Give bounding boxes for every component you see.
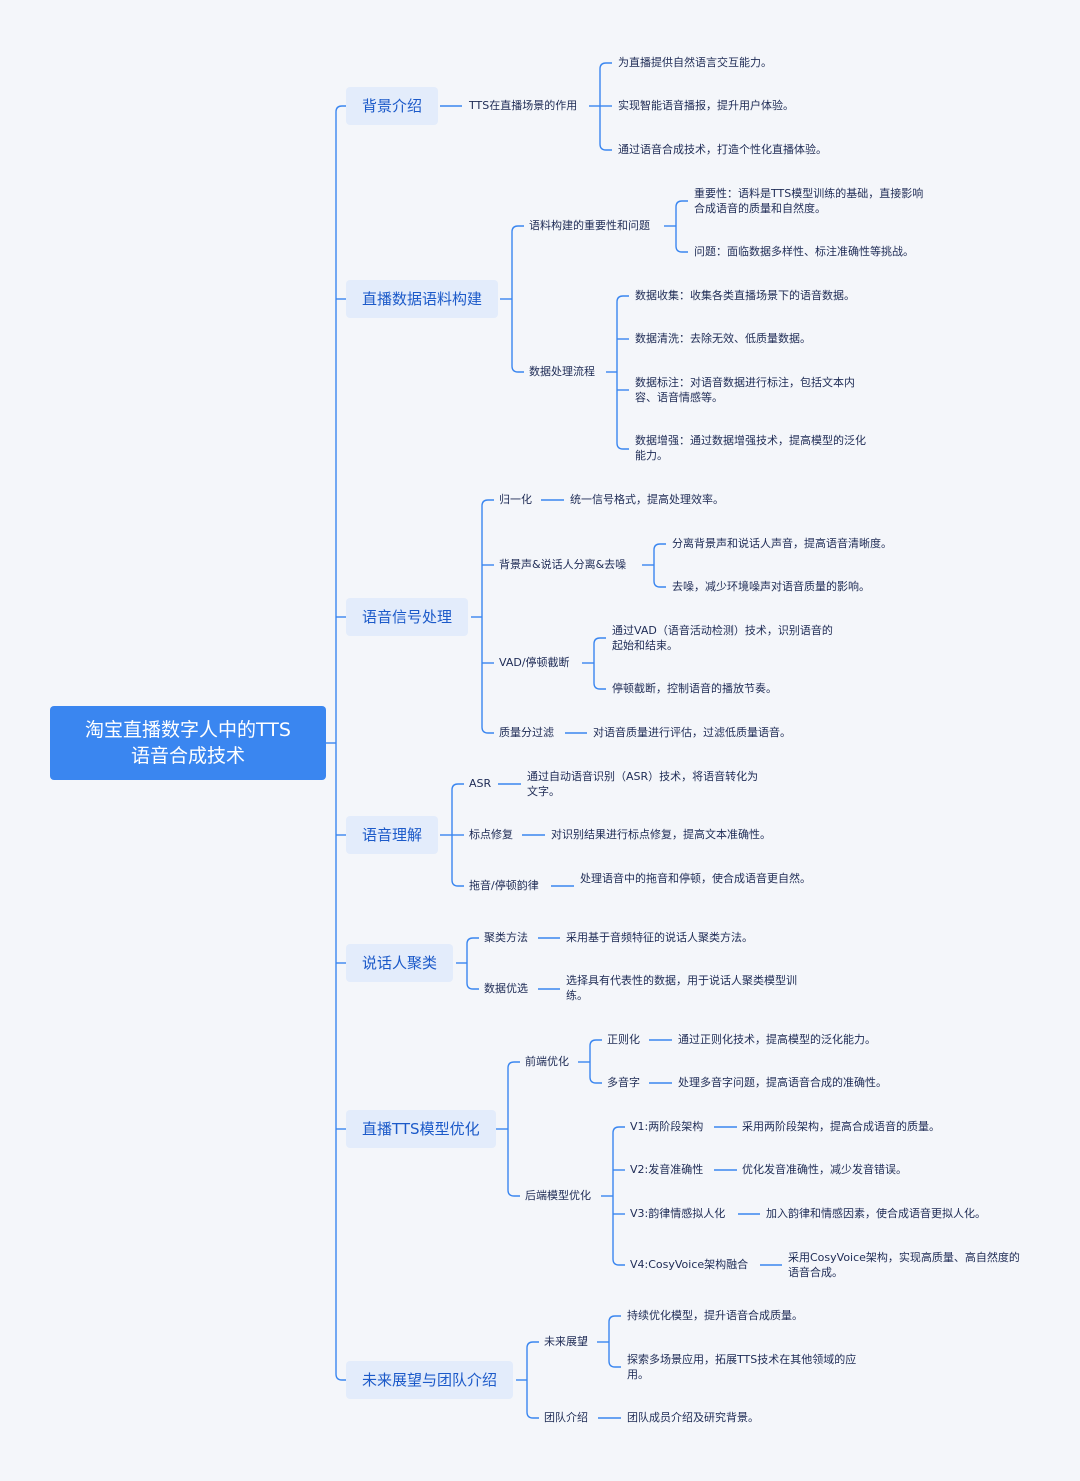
topic-signal[interactable]: 语音信号处理	[346, 598, 469, 636]
connector	[599, 143, 612, 151]
topic-cluster[interactable]: 说话人聚类	[346, 944, 454, 982]
node-tts-role[interactable]: TTS在直播场景的作用	[469, 99, 578, 112]
leaf-asr[interactable]: 通过自动语音识别（ASR）技术，将语音转化为文字。	[527, 770, 759, 798]
connector	[616, 442, 629, 450]
leaf-process-1[interactable]: 数据收集：收集各类直播场景下的语音数据。	[635, 289, 855, 302]
leaf-team[interactable]: 团队成员介绍及研究背景。	[627, 1411, 759, 1424]
leaf-importance-2[interactable]: 问题：面临数据多样性、标注准确性等挑战。	[694, 245, 914, 258]
node-outlook[interactable]: 未来展望	[544, 1335, 588, 1348]
node-v2[interactable]: V2:发音准确性	[630, 1163, 704, 1176]
connector	[653, 580, 666, 588]
connector	[511, 225, 524, 233]
connector	[675, 245, 688, 253]
connector	[675, 200, 688, 208]
connector	[653, 543, 666, 551]
leaf-bg-1[interactable]: 为直播提供自然语言交互能力。	[618, 56, 772, 69]
node-v3[interactable]: V3:韵律情感拟人化	[630, 1207, 726, 1220]
node-frontend[interactable]: 前端优化	[525, 1055, 569, 1068]
connector	[612, 1258, 625, 1266]
connector	[507, 1061, 520, 1069]
connector	[481, 499, 494, 507]
topic-background[interactable]: 背景介绍	[346, 87, 439, 125]
leaf-v1[interactable]: 采用两阶段架构，提高合成语音的质量。	[742, 1120, 940, 1133]
leaf-cluster-method[interactable]: 采用基于音频特征的说话人聚类方法。	[566, 931, 753, 944]
connector	[507, 1189, 520, 1197]
root-topic[interactable]: 淘宝直播数字人中的TTS 语音合成技术	[50, 706, 326, 780]
node-punct[interactable]: 标点修复	[469, 828, 513, 841]
connector	[466, 982, 479, 990]
node-process[interactable]: 数据处理流程	[529, 365, 595, 378]
node-vad[interactable]: VAD/停顿截断	[499, 656, 570, 669]
leaf-regular[interactable]: 通过正则化技术，提高模型的泛化能力。	[678, 1033, 876, 1046]
connector	[616, 295, 629, 303]
leaf-drag[interactable]: 处理语音中的拖音和停顿，使合成语音更自然。	[580, 872, 811, 885]
leaf-process-4[interactable]: 数据增强：通过数据增强技术，提高模型的泛化能力。	[635, 434, 866, 462]
node-cluster-method[interactable]: 聚类方法	[484, 931, 528, 944]
leaf-data-select[interactable]: 选择具有代表性的数据，用于说话人聚类模型训练。	[566, 974, 797, 1002]
node-drag[interactable]: 拖音/停顿韵律	[469, 879, 539, 892]
leaf-separation-1[interactable]: 分离背景声和说话人声音，提高语音清晰度。	[672, 537, 892, 550]
connector	[335, 1373, 346, 1381]
leaf-v4[interactable]: 采用CosyVoice架构，实现高质量、高自然度的语音合成。	[788, 1251, 1020, 1279]
connector	[599, 62, 612, 70]
topic-tts[interactable]: 直播TTS模型优化	[346, 1110, 496, 1148]
node-backend[interactable]: 后端模型优化	[525, 1189, 591, 1202]
leaf-v2[interactable]: 优化发音准确性，减少发音错误。	[742, 1163, 907, 1176]
node-importance[interactable]: 语料构建的重要性和问题	[529, 219, 650, 232]
node-v4[interactable]: V4:CosyVoice架构融合	[630, 1258, 749, 1271]
topic-future[interactable]: 未来展望与团队介绍	[346, 1361, 514, 1399]
connector	[451, 783, 464, 791]
node-regular[interactable]: 正则化	[607, 1033, 640, 1046]
node-normalize[interactable]: 归一化	[499, 493, 532, 506]
leaf-outlook-1[interactable]: 持续优化模型，提升语音合成质量。	[627, 1309, 803, 1322]
leaf-punct[interactable]: 对识别结果进行标点修复，提高文本准确性。	[551, 828, 771, 841]
leaf-bg-2[interactable]: 实现智能语音播报，提升用户体验。	[618, 99, 794, 112]
leaf-bg-3[interactable]: 通过语音合成技术，打造个性化直播体验。	[618, 143, 827, 156]
connector	[612, 1126, 625, 1134]
connector	[608, 1360, 621, 1368]
node-team[interactable]: 团队介绍	[544, 1411, 588, 1424]
topic-corpus[interactable]: 直播数据语料构建	[346, 280, 499, 318]
leaf-vad-2[interactable]: 停顿截断，控制语音的播放节奏。	[612, 682, 777, 695]
leaf-importance-1[interactable]: 重要性：语料是TTS模型训练的基础，直接影响合成语音的质量和自然度。	[694, 187, 924, 215]
connector	[335, 105, 346, 113]
node-data-select[interactable]: 数据优选	[484, 982, 528, 995]
node-quality[interactable]: 质量分过滤	[499, 726, 554, 739]
leaf-normalize[interactable]: 统一信号格式，提高处理效率。	[570, 493, 724, 506]
leaf-separation-2[interactable]: 去噪，减少环境噪声对语音质量的影响。	[672, 580, 870, 593]
connector	[593, 637, 606, 645]
leaf-process-3[interactable]: 数据标注：对语音数据进行标注，包括文本内容、语音情感等。	[635, 376, 855, 404]
connector	[589, 1039, 602, 1047]
node-poly[interactable]: 多音字	[607, 1076, 640, 1089]
connector	[451, 879, 464, 887]
connector	[511, 365, 524, 373]
leaf-quality[interactable]: 对语音质量进行评估，过滤低质量语音。	[593, 726, 791, 739]
root-title-line1: 淘宝直播数字人中的TTS	[85, 719, 291, 741]
node-separation[interactable]: 背景声&说话人分离&去噪	[499, 558, 627, 571]
connector	[608, 1315, 621, 1323]
leaf-poly[interactable]: 处理多音字问题，提高语音合成的准确性。	[678, 1076, 887, 1089]
connector	[593, 682, 606, 690]
connector	[526, 1411, 539, 1419]
connector	[526, 1341, 539, 1349]
leaf-vad-1[interactable]: 通过VAD（语音活动检测）技术，识别语音的起始和结束。	[612, 624, 833, 652]
node-v1[interactable]: V1:两阶段架构	[630, 1120, 704, 1133]
node-asr[interactable]: ASR	[469, 777, 492, 790]
connector	[589, 1076, 602, 1084]
root-title-line2: 语音合成技术	[130, 745, 245, 767]
leaf-outlook-2[interactable]: 探索多场景应用，拓展TTS技术在其他领域的应用。	[627, 1353, 857, 1381]
connector	[466, 937, 479, 945]
leaf-process-2[interactable]: 数据清洗：去除无效、低质量数据。	[635, 332, 811, 345]
leaf-v3[interactable]: 加入韵律和情感因素，使合成语音更拟人化。	[766, 1207, 986, 1220]
topic-understanding[interactable]: 语音理解	[346, 816, 439, 854]
connector	[481, 726, 494, 734]
